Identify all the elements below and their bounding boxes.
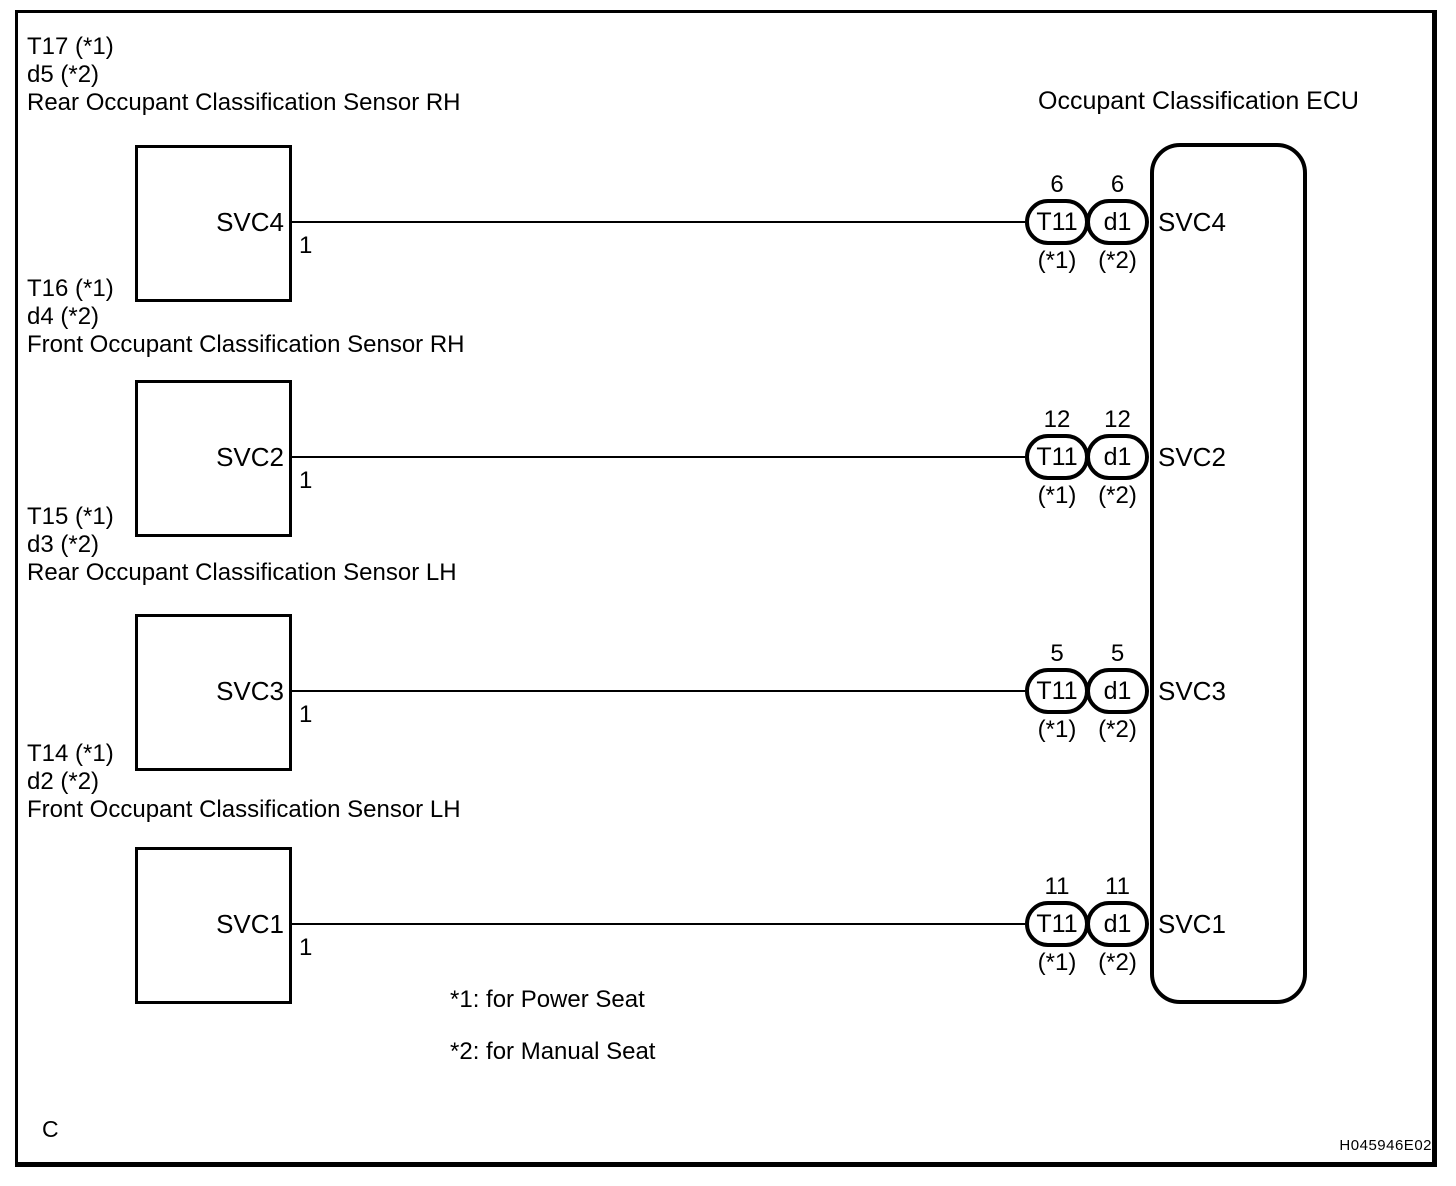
footnote-manual-seat: *2: for Manual Seat <box>450 1038 656 1065</box>
footnote-power-seat: *1: for Power Seat <box>450 986 645 1013</box>
ecu-box <box>1150 143 1307 1004</box>
ecu-title: Occupant Classification ECU <box>1038 87 1359 115</box>
corner-label: C <box>42 1116 59 1142</box>
figure-code: H045946E02 <box>1339 1137 1432 1154</box>
